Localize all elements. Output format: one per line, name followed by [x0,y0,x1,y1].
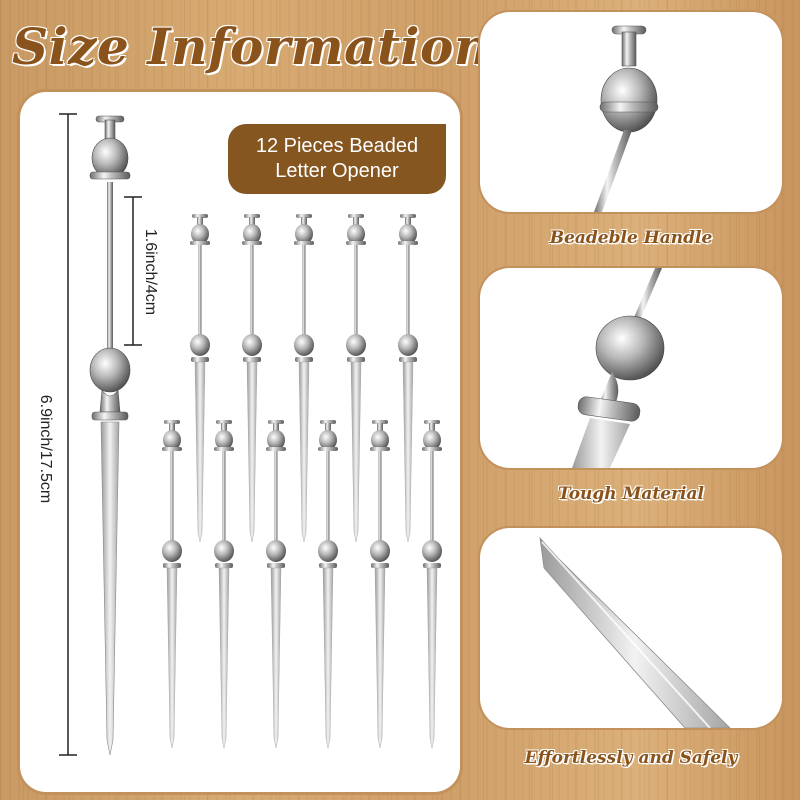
tip-caption: Effortlessly and Safely [524,748,738,768]
letter-opener-row-2 [161,419,443,749]
handle-detail-panel [480,12,782,212]
letter-opener-row-1 [190,213,419,543]
total-length-dimension-line [59,113,77,756]
product-count-badge: 12 Pieces Beaded Letter Opener [228,124,446,194]
handle-length-dimension-line [124,196,142,346]
page-title: Size Information [12,17,491,76]
badge-line-2: Letter Opener [275,160,399,182]
badge-line-1: 12 Pieces Beaded [255,135,419,157]
material-caption: Tough Material [558,484,704,504]
handle-caption: Beadeble Handle [549,228,713,248]
bead-closeup-image [572,268,665,468]
material-detail-panel [480,268,782,468]
tip-detail-panel [480,528,782,728]
total-length-label: 6.9inch/17.5cm [37,394,54,504]
large-letter-opener-image [89,115,131,756]
handle-closeup-image [594,25,659,212]
handle-length-label: 1.6inch/4cm [142,228,159,316]
blade-tip-closeup-image [539,536,731,728]
